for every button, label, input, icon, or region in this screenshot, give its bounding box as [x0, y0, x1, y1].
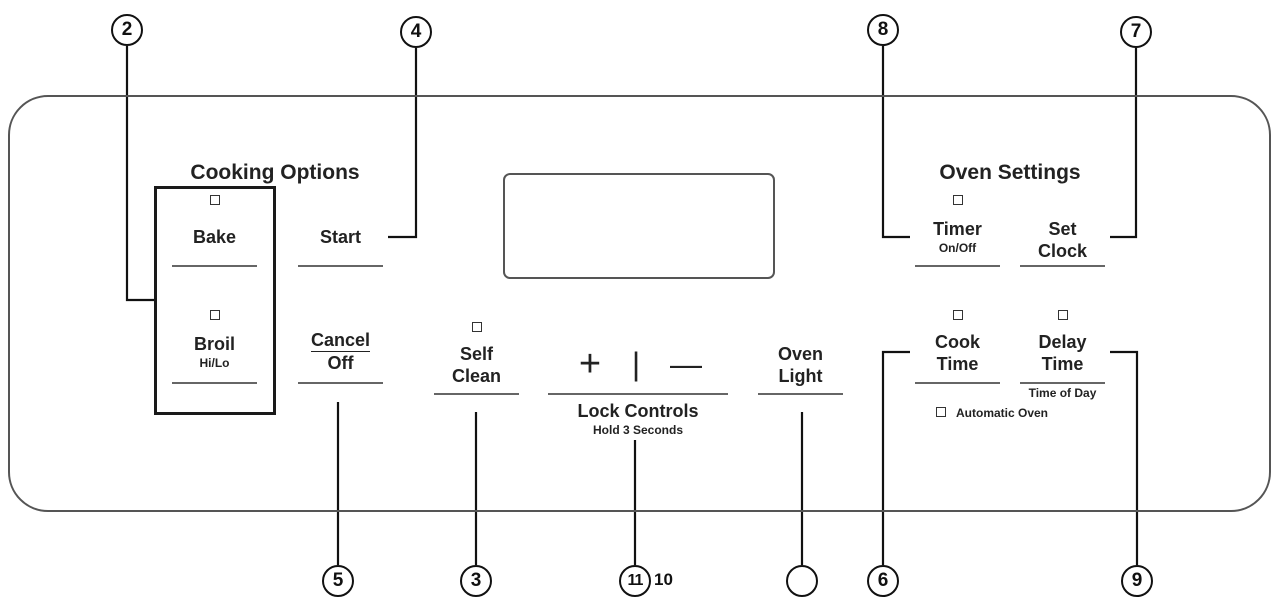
lock-controls-text: Lock Controls	[577, 401, 699, 421]
self-clean-indicator	[472, 322, 482, 332]
set-clock-button[interactable]: Set Clock	[1020, 218, 1105, 262]
time-of-day-label: Time of Day	[1028, 386, 1097, 400]
callout-9: 9	[1121, 565, 1153, 597]
delay-time-label: Time	[1041, 354, 1084, 374]
plus-minus-divider: |	[631, 346, 641, 382]
plus-button[interactable]: +	[578, 343, 602, 385]
oven-label: Oven	[777, 344, 824, 364]
lock-hold-text: Hold 3 Seconds	[592, 423, 684, 437]
self-clean-button[interactable]: Self Clean	[434, 343, 519, 387]
clean-label: Clean	[451, 366, 502, 386]
callout-8: 8	[867, 14, 899, 46]
callout-10: 10	[654, 570, 673, 589]
delay-time-indicator	[1058, 310, 1068, 320]
bake-label: Bake	[192, 227, 237, 247]
callout-6: 6	[867, 565, 899, 597]
minus-button[interactable]: —	[670, 346, 702, 382]
leader-line-2	[125, 46, 154, 302]
leader-line-7	[1110, 48, 1138, 239]
callout-4: 4	[400, 16, 432, 48]
start-label: Start	[319, 227, 361, 247]
leader-line-6	[881, 350, 910, 565]
leader-line-4	[388, 48, 418, 239]
start-button[interactable]: Start	[298, 226, 383, 248]
timer-label: Timer	[933, 219, 982, 239]
broil-label: Broil	[193, 334, 235, 354]
callout-oven-light-circle	[786, 565, 818, 597]
lock-controls-label[interactable]: Lock Controls Hold 3 Seconds	[548, 400, 728, 438]
automatic-oven-indicator	[936, 407, 946, 417]
timer-on-off-label: On/Off	[938, 241, 977, 255]
bake-indicator	[210, 195, 220, 205]
delay-time-button[interactable]: Delay Time	[1020, 331, 1105, 375]
automatic-oven-label: Automatic Oven	[956, 406, 1049, 420]
self-label: Self	[459, 344, 493, 364]
oven-light-button[interactable]: Oven Light	[758, 343, 843, 387]
timer-indicator	[953, 195, 963, 205]
cook-time-button[interactable]: Cook Time	[915, 331, 1000, 375]
callout-3: 3	[460, 565, 492, 597]
oven-settings-label: Oven Settings	[939, 161, 1081, 184]
bake-button[interactable]: Bake	[172, 226, 257, 248]
leader-line-8	[881, 46, 910, 239]
display-window	[503, 173, 775, 279]
bake-broil-group	[154, 186, 276, 415]
callout-11: 11	[619, 565, 651, 597]
cancel-off-button[interactable]: Cancel Off	[298, 329, 383, 374]
callout-5: 5	[322, 565, 354, 597]
control-panel	[8, 95, 1271, 512]
cooking-options-label: Cooking Options	[190, 161, 360, 184]
cook-time-label: Time	[936, 354, 979, 374]
leader-line-9	[1110, 350, 1139, 565]
delay-label: Delay	[1038, 332, 1087, 352]
clock-label: Clock	[1037, 241, 1088, 261]
callout-2: 2	[111, 14, 143, 46]
broil-indicator	[210, 310, 220, 320]
cook-label: Cook	[935, 332, 980, 352]
broil-hi-lo-label: Hi/Lo	[199, 356, 230, 370]
light-label: Light	[778, 366, 823, 386]
cook-time-indicator	[953, 310, 963, 320]
cancel-label: Cancel	[310, 330, 371, 352]
callout-7: 7	[1120, 16, 1152, 48]
timer-button[interactable]: Timer On/Off	[915, 218, 1000, 256]
off-label: Off	[327, 353, 354, 373]
broil-button[interactable]: Broil Hi/Lo	[172, 333, 257, 371]
set-label: Set	[1048, 219, 1077, 239]
